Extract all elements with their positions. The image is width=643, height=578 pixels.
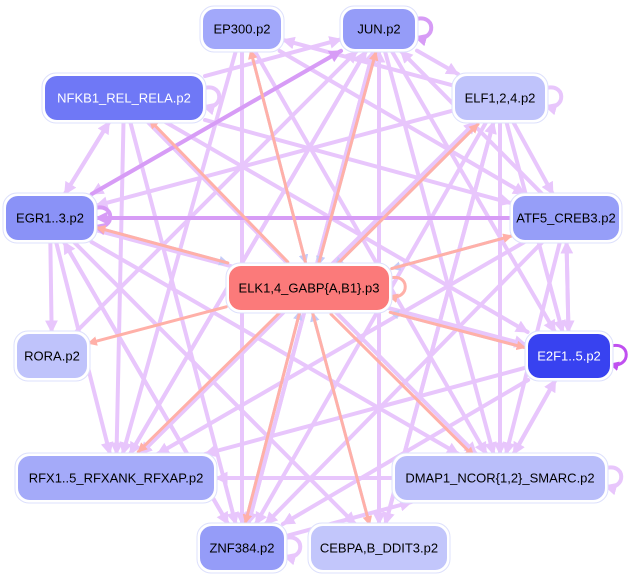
edge-elk14-to-atf5 (390, 233, 514, 271)
node-box (229, 266, 389, 310)
node-box (45, 76, 203, 120)
node-elk14[interactable]: ELK1,4_GABP{A,B1}.p3 (225, 262, 393, 314)
node-cebpa[interactable]: CEBPA,B_DDIT3.p2 (307, 522, 451, 574)
node-box (513, 196, 619, 240)
edge-e2f15-to-atf5 (560, 240, 574, 334)
node-box (311, 526, 447, 570)
edge-e2f15-to-e2f15 (606, 343, 628, 371)
edge-dmap1-to-e2f15 (511, 378, 558, 456)
edge-nfkb1-to-nfkb1 (199, 85, 222, 116)
edge-dmap1-to-dmap1 (601, 465, 624, 496)
edge-nfkb1-to-jun (203, 36, 343, 79)
edge-rora-to-jun (74, 49, 359, 334)
node-label: NFKB1_REL_RELA.p2 (57, 90, 191, 105)
node-atf5[interactable]: ATF5_CREB3.p2 (509, 192, 623, 244)
node-label: ZNF384.p2 (209, 540, 274, 555)
node-label: CEBPA,B_DDIT3.p2 (320, 540, 438, 555)
edge-elk14-to-rfx (136, 308, 285, 454)
edge-jun-to-elf124 (415, 48, 460, 76)
node-box (203, 9, 281, 49)
edge-znf384-to-znf384 (280, 535, 303, 566)
edge-egr13-to-dmap1 (89, 240, 461, 456)
node-box (6, 196, 94, 240)
node-label: RFX1..5_RFXANK_RFXAP.p2 (29, 470, 204, 485)
node-e2f15[interactable]: E2F1..5.p2 (524, 330, 614, 382)
node-label: EP300.p2 (213, 21, 270, 36)
node-box (200, 526, 284, 570)
edge-elk14-to-egr13 (95, 225, 230, 265)
node-znf384[interactable]: ZNF384.p2 (196, 522, 288, 574)
edge-nfkb1-to-znf384 (128, 120, 239, 526)
edge-elf124-to-atf5 (511, 120, 555, 196)
edge-egr13-to-nfkb1 (62, 120, 112, 196)
edge-nfkb1-to-e2f15 (163, 120, 530, 334)
edge-elk14-to-jun (316, 50, 379, 267)
edge-elk14-to-elf124 (333, 122, 480, 268)
node-label: E2F1..5.p2 (537, 348, 601, 363)
edge-elk14-to-nfkb1 (148, 118, 290, 264)
edge-egr13-to-rora (45, 240, 58, 334)
node-box (18, 456, 214, 500)
node-label: RORA.p2 (24, 348, 80, 363)
node-box (395, 456, 605, 500)
node-box (17, 334, 87, 378)
node-label: ELF1,2,4.p2 (465, 90, 536, 105)
edge-elk14-to-dmap1 (329, 312, 476, 458)
node-label: DMAP1_NCOR{1,2}_SMARC.p2 (405, 470, 594, 485)
edge-elf124-to-elf124 (541, 85, 564, 116)
edge-rfx-to-jun (128, 49, 369, 456)
edge-elk14-to-ep300 (248, 48, 308, 265)
edge-elk14-to-rora (86, 305, 228, 346)
edges-layer (45, 16, 628, 566)
edge-egr13-to-jun (89, 48, 343, 196)
node-jun[interactable]: JUN.p2 (339, 5, 419, 53)
node-egr13[interactable]: EGR1..3.p2 (2, 192, 98, 244)
node-rora[interactable]: RORA.p2 (13, 330, 91, 382)
node-ep300[interactable]: EP300.p2 (199, 5, 285, 53)
node-label: EGR1..3.p2 (16, 210, 84, 225)
node-label: JUN.p2 (357, 21, 400, 36)
edge-elk14-to-elk14 (385, 275, 407, 303)
node-box (528, 334, 610, 378)
node-label: ELK1,4_GABP{A,B1}.p3 (239, 280, 380, 295)
edge-jun-to-dmap1 (382, 49, 497, 456)
edge-elf124-to-znf384 (253, 120, 489, 526)
node-elf124[interactable]: ELF1,2,4.p2 (451, 72, 549, 124)
edge-e2f15-to-rfx (203, 365, 528, 458)
edge-nfkb1-to-atf5 (203, 117, 513, 207)
edge-jun-to-jun (411, 16, 434, 47)
edge-atf5-to-rfx (155, 240, 527, 456)
edge-ep300-to-atf5 (277, 49, 527, 196)
edge-elf124-to-egr13 (94, 108, 455, 209)
node-label: ATF5_CREB3.p2 (516, 210, 615, 225)
edge-elk14-to-znf384 (242, 309, 302, 525)
node-nfkb1[interactable]: NFKB1_REL_RELA.p2 (41, 72, 207, 124)
node-box (343, 9, 415, 49)
node-box (455, 76, 545, 120)
node-dmap1[interactable]: DMAP1_NCOR{1,2}_SMARC.p2 (391, 452, 609, 504)
edge-elk14-to-cebpa (311, 311, 373, 527)
node-rfx[interactable]: RFX1..5_RFXANK_RFXAP.p2 (14, 452, 218, 504)
edge-elk14-to-e2f15 (388, 310, 527, 351)
